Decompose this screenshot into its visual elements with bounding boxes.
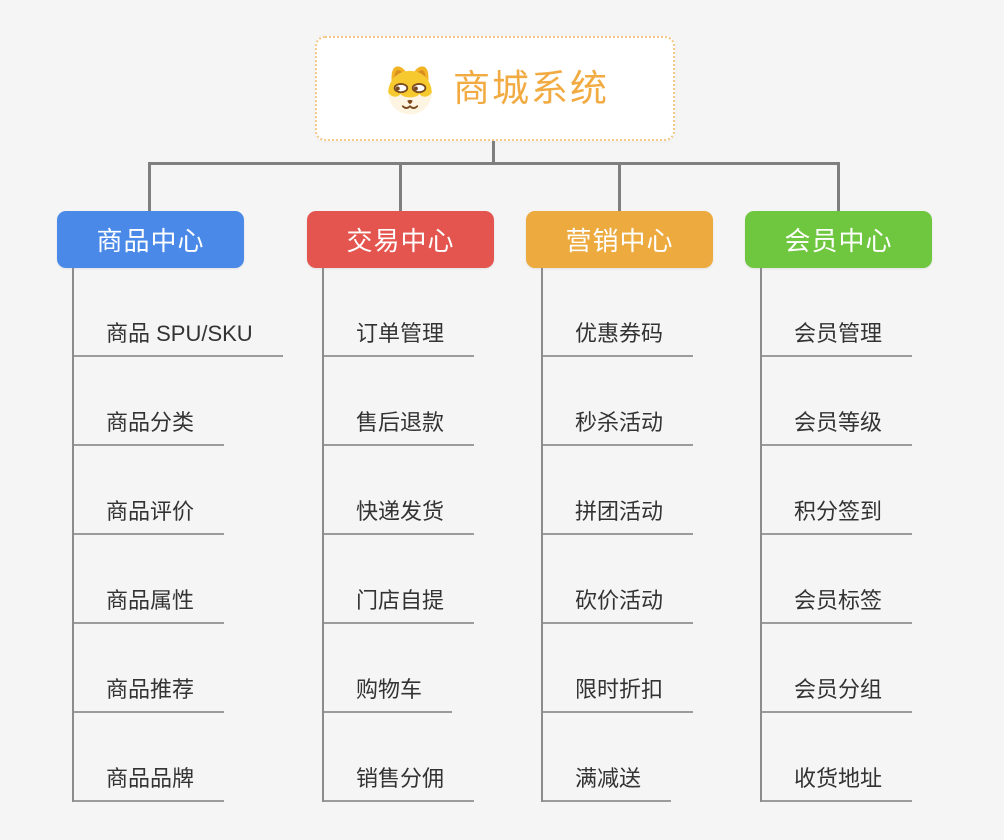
branch-header-trade[interactable]: 交易中心: [307, 211, 494, 268]
branch-rail-line: [148, 162, 840, 165]
branch-members: 会员中心 会员管理 会员等级 积分签到 会员标签 会员分组 收货地址: [745, 211, 995, 802]
root-stem-line: [492, 141, 495, 164]
branch-header-members[interactable]: 会员中心: [745, 211, 932, 268]
branch-header-marketing[interactable]: 营销中心: [526, 211, 713, 268]
leaf-node[interactable]: 限时折扣: [541, 624, 694, 713]
spine-line: [541, 268, 543, 802]
dog-face-icon: [388, 65, 432, 114]
drop-line-products: [148, 162, 151, 211]
leaf-node[interactable]: 优惠券码: [541, 268, 694, 357]
leaf-node[interactable]: 快递发货: [322, 446, 475, 535]
leaf-node[interactable]: 满减送: [541, 713, 672, 802]
branch-trade: 交易中心 订单管理 售后退款 快递发货 门店自提 购物车 销售分佣: [307, 211, 557, 802]
leaf-node[interactable]: 门店自提: [322, 535, 475, 624]
leaf-node[interactable]: 售后退款: [322, 357, 475, 446]
leaf-node[interactable]: 拼团活动: [541, 446, 694, 535]
leaf-node[interactable]: 商品品牌: [72, 713, 225, 802]
root-title: 商城系统: [453, 68, 609, 109]
leaf-node[interactable]: 收货地址: [760, 713, 913, 802]
branch-products-children: 商品 SPU/SKU 商品分类 商品评价 商品属性 商品推荐 商品品牌: [72, 268, 283, 802]
leaf-node[interactable]: 商品分类: [72, 357, 225, 446]
leaf-node[interactable]: 会员等级: [760, 357, 913, 446]
leaf-node[interactable]: 商品评价: [72, 446, 225, 535]
leaf-node[interactable]: 会员管理: [760, 268, 913, 357]
leaf-node[interactable]: 会员分组: [760, 624, 913, 713]
spine-line: [322, 268, 324, 802]
drop-line-trade: [399, 162, 402, 211]
branch-marketing: 营销中心 优惠券码 秒杀活动 拼团活动 砍价活动 限时折扣 满减送: [526, 211, 776, 802]
drop-line-marketing: [618, 162, 621, 211]
leaf-node[interactable]: 商品推荐: [72, 624, 225, 713]
leaf-node[interactable]: 商品属性: [72, 535, 225, 624]
drop-line-members: [837, 162, 840, 211]
branch-marketing-children: 优惠券码 秒杀活动 拼团活动 砍价活动 限时折扣 满减送: [541, 268, 694, 802]
leaf-node[interactable]: 砍价活动: [541, 535, 694, 624]
branch-trade-children: 订单管理 售后退款 快递发货 门店自提 购物车 销售分佣: [322, 268, 475, 802]
leaf-node[interactable]: 会员标签: [760, 535, 913, 624]
leaf-node[interactable]: 订单管理: [322, 268, 475, 357]
branch-products: 商品中心 商品 SPU/SKU 商品分类 商品评价 商品属性 商品推荐 商品品牌: [57, 211, 307, 802]
spine-line: [760, 268, 762, 802]
leaf-node[interactable]: 购物车: [322, 624, 453, 713]
leaf-node[interactable]: 秒杀活动: [541, 357, 694, 446]
leaf-node[interactable]: 销售分佣: [322, 713, 475, 802]
leaf-node[interactable]: 积分签到: [760, 446, 913, 535]
leaf-node[interactable]: 商品 SPU/SKU: [72, 268, 283, 357]
branch-members-children: 会员管理 会员等级 积分签到 会员标签 会员分组 收货地址: [760, 268, 913, 802]
branch-header-products[interactable]: 商品中心: [57, 211, 244, 268]
spine-line: [72, 268, 74, 802]
root-node[interactable]: 商城系统: [315, 36, 675, 141]
